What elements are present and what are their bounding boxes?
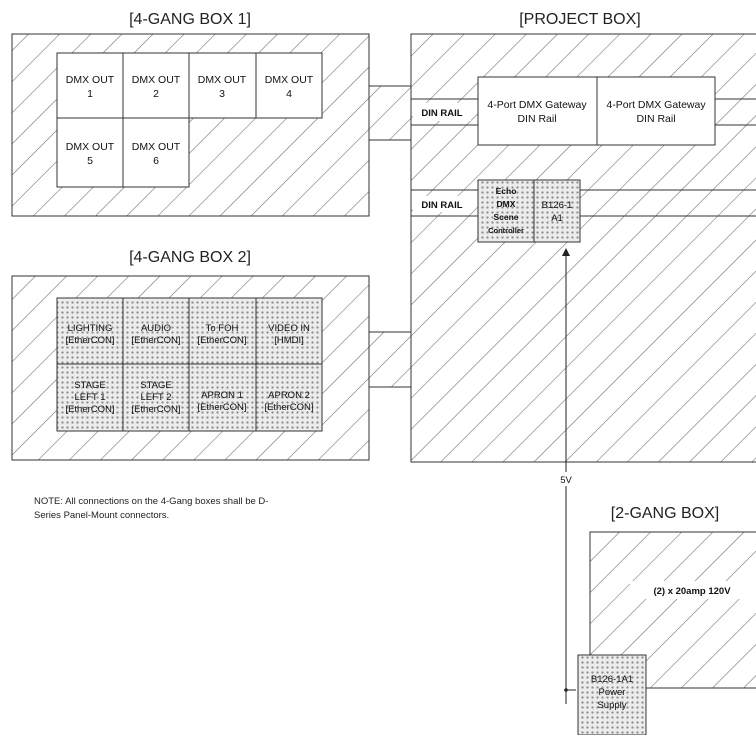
port-label: DMX OUT	[132, 141, 181, 153]
dmx-out-1-port	[56, 52, 124, 119]
four-gang-box-1: DMX OUT 1 DMX OUT 2 DMX OUT 3 DMX OUT 4 …	[11, 33, 370, 217]
five-volt-label-bg	[556, 472, 578, 486]
port-label: [EtherCON]	[197, 402, 246, 413]
port-label: 5	[87, 155, 93, 167]
port-label: DMX OUT	[265, 74, 314, 86]
din-rail-2-label-bg	[413, 196, 471, 212]
stage-left-1-port	[56, 363, 124, 432]
port-label: To FOH	[206, 323, 239, 334]
port-label: 2	[153, 88, 159, 100]
echo-label: Controller	[488, 226, 524, 235]
box2-ports: LIGHTING [EtherCON] AUDIO [EtherCON] To …	[56, 297, 323, 432]
b126-1a1-power-supply	[577, 654, 647, 735]
port-label: 1	[87, 88, 93, 100]
project-box: DIN RAIL 4-Port DMX Gateway DIN Rail 4-P…	[410, 33, 756, 463]
note-line-1: NOTE: All connections on the 4-Gang boxe…	[34, 496, 268, 507]
two-gang-box: (2) x 20amp 120V B126-1A1 Power Supply	[577, 531, 756, 735]
dmx-out-3-port	[188, 52, 257, 119]
port-label: APRON 1	[201, 390, 243, 401]
power-supply-label: B126-1A1	[591, 674, 633, 685]
port-label: LIGHTING	[68, 323, 113, 334]
echo-label: DMX	[497, 199, 516, 209]
power-supply-label: Supply	[597, 700, 626, 711]
port-label: [EtherCON]	[65, 335, 114, 346]
port-label: STAGE	[140, 380, 172, 391]
dmx-out-6-port	[122, 117, 190, 188]
port-label: [EtherCON]	[264, 402, 313, 413]
junction-dot	[564, 688, 568, 692]
five-volt-label: 5V	[560, 475, 572, 486]
apron-1-port	[188, 363, 257, 432]
echo-label: Scene	[493, 212, 518, 222]
note-line-2: Series Panel-Mount connectors.	[34, 510, 169, 521]
port-label: APRON 2	[268, 390, 310, 401]
dmx-out-5-port	[56, 117, 124, 188]
port-label: LEFT 1	[75, 392, 106, 403]
port-label: [EtherCON]	[131, 404, 180, 415]
din-rail-2-label: DIN RAIL	[421, 200, 462, 211]
port-label: [HMDI]	[274, 335, 304, 346]
video-in-hdmi-port	[255, 297, 323, 365]
power-supply-label: Power	[599, 687, 626, 698]
port-label: [EtherCON]	[197, 335, 246, 346]
port-label: 3	[219, 88, 225, 100]
din-rail-1-label-bg	[413, 103, 471, 121]
dmx-gateway-1	[477, 76, 598, 146]
port-label: AUDIO	[141, 323, 171, 334]
b126-label: B126-1	[542, 200, 573, 211]
box1-ports: DMX OUT 1 DMX OUT 2 DMX OUT 3 DMX OUT 4 …	[56, 52, 323, 188]
lighting-ethercon-port	[56, 297, 124, 365]
b126-1a1-module	[533, 179, 581, 243]
gateway-label: 4-Port DMX Gateway	[487, 99, 587, 111]
port-label: [EtherCON]	[131, 335, 180, 346]
apron-2-port	[255, 363, 323, 432]
dmx-gateway-2	[596, 76, 716, 146]
project-box-title: [PROJECT BOX]	[519, 11, 641, 28]
port-label: STAGE	[74, 380, 106, 391]
port-label: [EtherCON]	[65, 404, 114, 415]
port-label: DMX OUT	[132, 74, 181, 86]
port-label: DMX OUT	[66, 141, 115, 153]
port-label: 4	[286, 88, 292, 100]
port-label: DMX OUT	[198, 74, 247, 86]
b126-label: A1	[551, 213, 563, 224]
port-label: 6	[153, 155, 159, 167]
breaker-label: (2) x 20amp 120V	[653, 586, 731, 597]
port-label: VIDEO IN	[268, 323, 310, 334]
din-rail-1-label: DIN RAIL	[421, 108, 462, 119]
four-gang-box-2: LIGHTING [EtherCON] AUDIO [EtherCON] To …	[11, 275, 370, 461]
echo-dmx-scene-controller	[477, 179, 535, 243]
box2-title: [4-GANG BOX 2]	[129, 249, 251, 266]
echo-label: Echo	[496, 186, 517, 196]
breaker-label-bg	[630, 581, 756, 599]
audio-ethercon-port	[122, 297, 190, 365]
dmx-out-4-port	[255, 52, 323, 119]
gateway-label: DIN Rail	[636, 113, 675, 125]
port-label: DMX OUT	[66, 74, 115, 86]
dmx-out-2-port	[122, 52, 190, 119]
conduit-box1-to-project	[368, 85, 412, 141]
port-label: LEFT 2	[141, 392, 172, 403]
stage-left-2-port	[122, 363, 190, 432]
box1-title: [4-GANG BOX 1]	[129, 11, 251, 28]
gateway-label: 4-Port DMX Gateway	[606, 99, 706, 111]
gateway-label: DIN Rail	[517, 113, 556, 125]
to-foh-ethercon-port	[188, 297, 257, 365]
two-gang-box-title: [2-GANG BOX]	[611, 505, 719, 522]
conduit-box2-to-project	[368, 331, 412, 388]
